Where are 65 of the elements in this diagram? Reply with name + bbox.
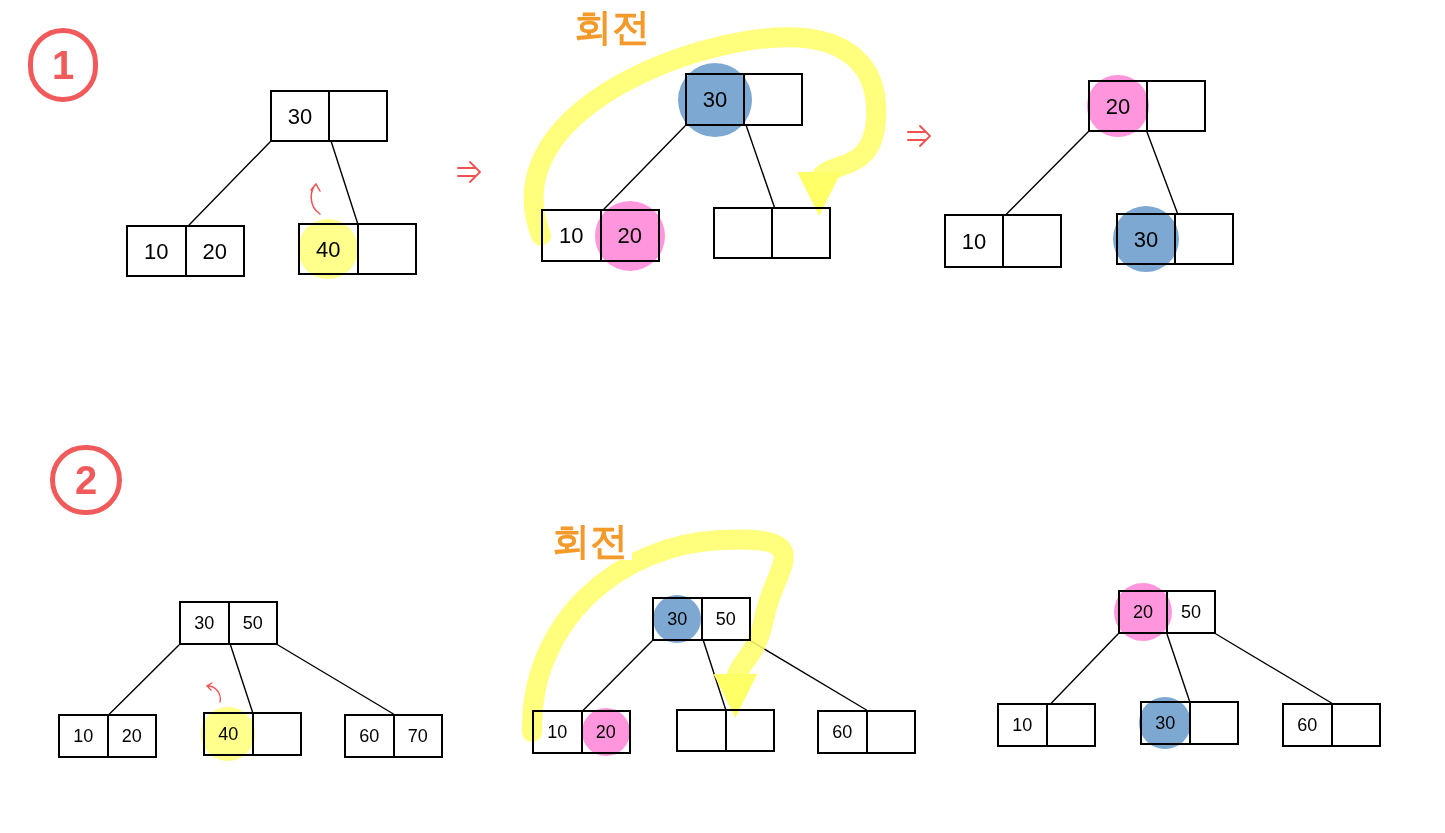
key-text: 10 <box>1012 713 1033 737</box>
tree-node <box>203 712 302 756</box>
tree-link <box>1146 131 1179 214</box>
tree-node <box>685 73 803 126</box>
tree-node <box>532 710 631 754</box>
key-text: 30 <box>702 86 728 114</box>
key-text: 30 <box>194 611 215 635</box>
key-text: 60 <box>832 720 853 744</box>
tree-link <box>229 644 254 713</box>
tree-link <box>108 644 180 715</box>
empty-tree-node <box>676 709 775 752</box>
key-text: 50 <box>715 607 736 631</box>
key-text: 60 <box>359 724 380 748</box>
tree-node <box>1088 80 1206 132</box>
tree-link <box>277 644 395 715</box>
key-text: 30 <box>1133 225 1159 254</box>
key-text: 20 <box>202 237 227 266</box>
tree-node <box>817 710 916 754</box>
tree-link <box>1215 633 1333 704</box>
tree-node <box>270 90 388 142</box>
key-text: 30 <box>287 102 313 131</box>
tree-link <box>603 125 686 210</box>
tree-node <box>652 597 751 641</box>
tree-node <box>541 209 660 262</box>
key-text: 60 <box>1297 713 1318 737</box>
key-text: 70 <box>407 724 428 748</box>
tree-node <box>1116 213 1234 265</box>
key-text: 10 <box>547 720 568 744</box>
key-text: 10 <box>961 227 987 256</box>
tree-node <box>1140 701 1239 745</box>
tree-node <box>58 714 157 758</box>
tree-node <box>1118 590 1216 634</box>
tree-node <box>179 601 278 645</box>
tree-link <box>1166 633 1191 702</box>
empty-tree-node <box>713 207 831 259</box>
tree-node <box>298 223 417 275</box>
rotation-arrow <box>522 529 794 742</box>
key-text: 10 <box>144 237 169 266</box>
key-text: 40 <box>218 722 239 746</box>
key-text: 30 <box>667 607 688 631</box>
step-number: 1 <box>28 28 98 102</box>
step-number: 2 <box>50 445 122 515</box>
key-text: 20 <box>1133 600 1153 624</box>
tree-link <box>188 141 271 226</box>
tree-link <box>1005 131 1089 215</box>
tree-link <box>745 125 776 208</box>
key-text: 20 <box>1105 92 1131 121</box>
tree-node <box>1282 703 1381 747</box>
key-text: 40 <box>316 235 341 264</box>
key-text: 10 <box>559 222 584 250</box>
key-text: 20 <box>595 720 616 744</box>
tree-link <box>702 640 727 710</box>
key-text: 20 <box>617 222 642 250</box>
key-text: 50 <box>1181 600 1201 624</box>
key-text: 50 <box>242 611 263 635</box>
tree-link <box>330 141 359 224</box>
tree-link <box>582 640 653 711</box>
key-text: 20 <box>121 724 142 748</box>
tree-node <box>126 225 245 277</box>
key-text: 10 <box>73 724 94 748</box>
tree-node <box>944 214 1062 268</box>
tree-node <box>997 703 1096 747</box>
tree-link <box>1050 633 1119 704</box>
tree-node <box>344 714 443 758</box>
key-text: 30 <box>1155 711 1176 735</box>
